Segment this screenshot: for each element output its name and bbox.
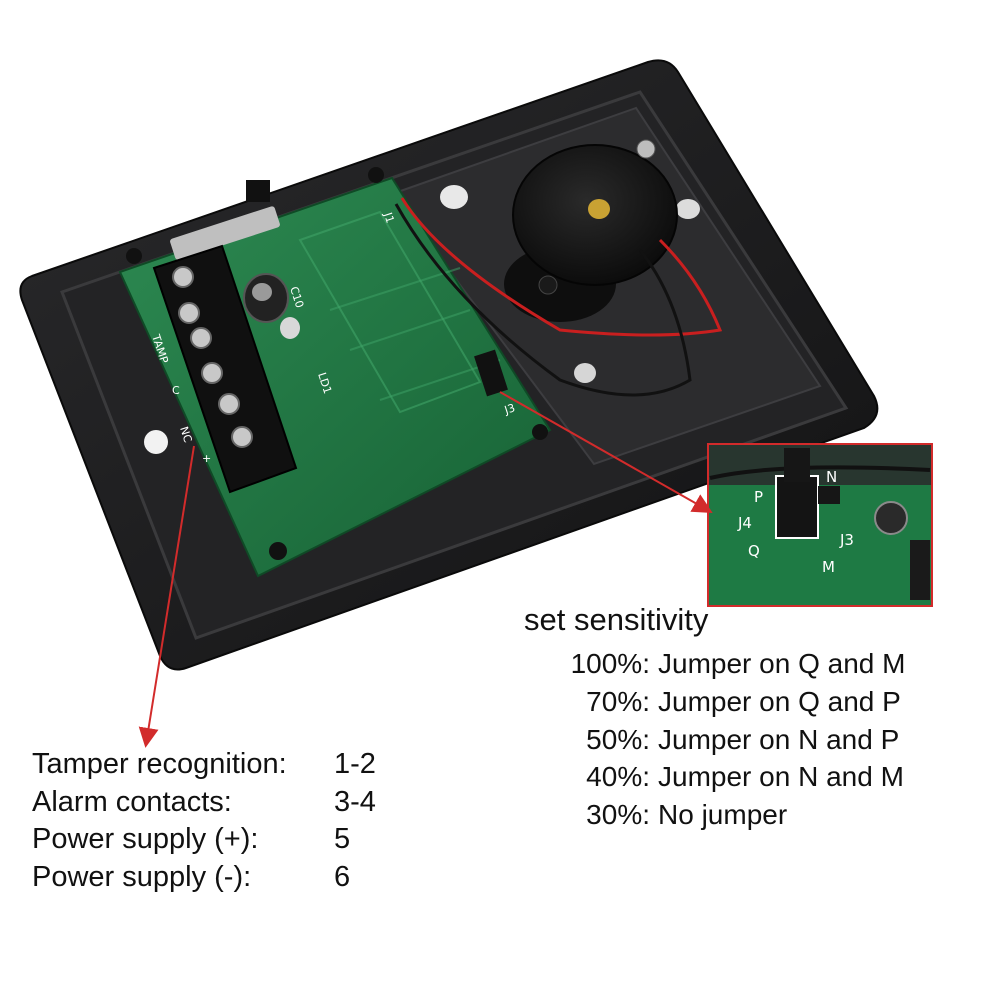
sensitivity-percent: 100%:	[570, 648, 650, 679]
wiring-row: Power supply (+): 5	[32, 823, 432, 861]
board-label-plus: +	[202, 452, 211, 465]
sensitivity-row: 70%: Jumper on Q and P	[540, 686, 940, 722]
wiring-label: Alarm contacts:	[32, 786, 232, 818]
screw-head	[874, 501, 908, 535]
tamper-switch	[170, 206, 280, 260]
screw	[532, 424, 548, 440]
buzzer-wires	[394, 197, 723, 397]
board-label-j3: J3	[502, 401, 517, 417]
screw	[126, 248, 142, 264]
sensitivity-percent: 40%:	[586, 761, 650, 792]
screw	[269, 542, 287, 560]
wiring-label: Power supply (+):	[32, 823, 259, 855]
inset-label-m: M	[822, 558, 835, 576]
sensitivity-row: 50%: Jumper on N and P	[540, 724, 940, 760]
piezo-buzzer	[504, 139, 678, 322]
sensitivity-row: 100%: Jumper on Q and M	[540, 648, 940, 684]
jumper-cap	[784, 448, 810, 482]
sensitivity-setting: No jumper	[658, 799, 788, 830]
board-label-nc: NC	[177, 425, 194, 444]
sensitivity-setting: Jumper on N and M	[658, 761, 904, 792]
wiring-value: 3-4	[334, 786, 376, 818]
arrow-to-wiring	[138, 445, 195, 748]
board-label-c10: C10	[287, 285, 306, 310]
board-label-j1: J1	[381, 210, 397, 225]
jumper-pin	[818, 486, 840, 504]
tamper-lever	[246, 180, 270, 202]
wiring-label: Power supply (-):	[32, 861, 252, 893]
sensitivity-percent: 50%:	[586, 724, 650, 755]
jumper-header	[474, 349, 508, 397]
sensitivity-setting: Jumper on N and P	[658, 724, 900, 755]
sensitivity-percent: 30%:	[586, 799, 650, 830]
inset-label-q: Q	[748, 542, 760, 560]
inset-label-j4: J4	[737, 514, 752, 532]
inset-label-n: N	[826, 468, 837, 486]
sensitivity-row: 40%: Jumper on N and M	[540, 761, 940, 797]
sensitivity-setting: Jumper on Q and M	[658, 648, 906, 679]
jumper-block	[775, 475, 819, 539]
wiring-row: Power supply (-): 6	[32, 861, 432, 899]
wiring-value: 1-2	[334, 748, 376, 780]
sensitivity-title: set sensitivity	[524, 602, 709, 637]
inset-label-p: P	[754, 488, 763, 506]
board-label-ld1: LD1	[315, 371, 334, 396]
terminal-screws	[172, 266, 253, 448]
jumper-detail-inset: P N J4 J3 Q M	[707, 443, 933, 607]
mounting-hole	[144, 430, 168, 454]
screw	[368, 167, 384, 183]
sensitivity-setting: Jumper on Q and P	[658, 686, 901, 717]
sensitivity-row: 30%: No jumper	[540, 799, 940, 835]
wiring-row: Tamper recognition: 1-2	[32, 748, 432, 786]
wiring-label: Tamper recognition:	[32, 748, 287, 780]
led	[280, 317, 300, 339]
wiring-value: 5	[334, 823, 351, 855]
wiring-row: Alarm contacts: 3-4	[32, 786, 432, 824]
arrow-to-inset	[499, 391, 713, 513]
circuit-board: TAMP C NC + LD1 C10 J1 J3	[118, 167, 552, 578]
sensitivity-percent: 70%:	[586, 686, 650, 717]
wiring-value: 6	[334, 861, 351, 893]
board-label-c: C	[172, 384, 180, 397]
inset-label-j3: J3	[839, 531, 854, 549]
